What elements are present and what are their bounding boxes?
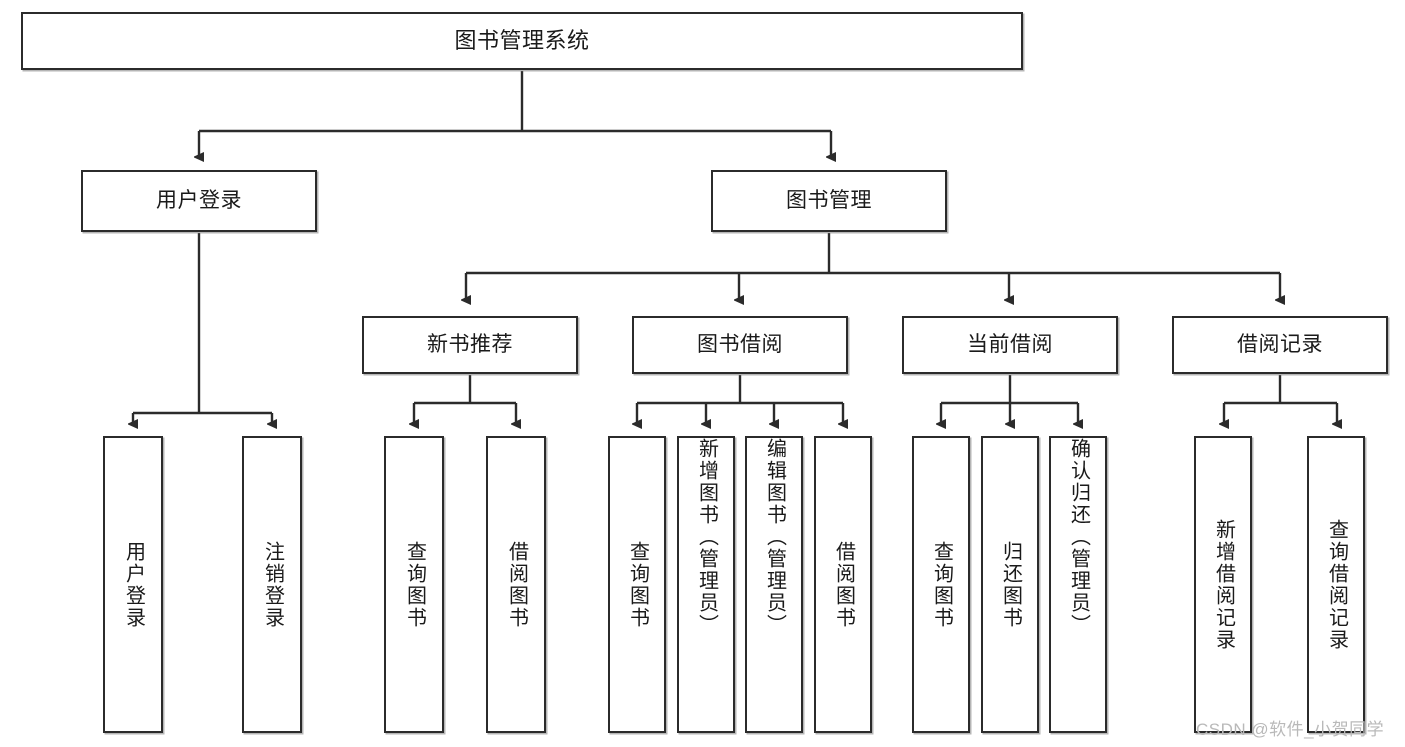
node-label: 查询图书 <box>403 540 426 629</box>
node-label: 确认归还（管理员） <box>1067 438 1090 636</box>
node-label: 用户登录 <box>122 540 145 629</box>
leaf-recommend-query-book[interactable]: 查询图书 <box>384 436 444 733</box>
node-book-management[interactable]: 图书管理 <box>711 170 947 232</box>
leaf-user-login-logout[interactable]: 注销登录 <box>242 436 302 733</box>
node-borrow-record[interactable]: 借阅记录 <box>1172 316 1388 374</box>
node-label: 用户登录 <box>156 188 242 212</box>
node-current-borrow[interactable]: 当前借阅 <box>902 316 1118 374</box>
node-label: 归还图书 <box>999 540 1022 629</box>
node-label: 借阅图书 <box>832 540 855 629</box>
node-book-borrow[interactable]: 图书借阅 <box>632 316 848 374</box>
leaf-current-query-book[interactable]: 查询图书 <box>912 436 970 733</box>
node-label: 编辑图书（管理员） <box>763 438 786 636</box>
leaf-borrow-edit-book-admin[interactable]: 编辑图书（管理员） <box>745 436 803 733</box>
node-label: 新增图书（管理员） <box>695 438 718 636</box>
leaf-record-add-record[interactable]: 新增借阅记录 <box>1194 436 1252 733</box>
csdn-watermark: CSDN @软件_小贺同学 <box>1196 720 1385 739</box>
node-label: 图书借阅 <box>697 332 783 356</box>
node-label: 新增借阅记录 <box>1212 518 1235 651</box>
leaf-borrow-borrow-book[interactable]: 借阅图书 <box>814 436 872 733</box>
leaf-borrow-add-book-admin[interactable]: 新增图书（管理员） <box>677 436 735 733</box>
leaf-record-query-record[interactable]: 查询借阅记录 <box>1307 436 1365 733</box>
node-label: 图书管理系统 <box>454 28 590 54</box>
node-label: 图书管理 <box>786 188 872 212</box>
node-new-book-recommend[interactable]: 新书推荐 <box>362 316 578 374</box>
node-label: 新书推荐 <box>427 332 513 356</box>
leaf-recommend-borrow-book[interactable]: 借阅图书 <box>486 436 546 733</box>
leaf-current-confirm-return-admin[interactable]: 确认归还（管理员） <box>1049 436 1107 733</box>
leaf-borrow-query-book[interactable]: 查询图书 <box>608 436 666 733</box>
leaf-user-login-login[interactable]: 用户登录 <box>103 436 163 733</box>
node-user-login[interactable]: 用户登录 <box>81 170 317 232</box>
leaf-current-return-book[interactable]: 归还图书 <box>981 436 1039 733</box>
node-label: 查询借阅记录 <box>1325 518 1348 651</box>
node-root-system[interactable]: 图书管理系统 <box>21 12 1023 70</box>
node-label: 借阅记录 <box>1237 332 1323 356</box>
node-label: 当前借阅 <box>967 332 1053 356</box>
node-label: 注销登录 <box>261 540 284 629</box>
node-label: 借阅图书 <box>505 540 528 629</box>
node-label: 查询图书 <box>930 540 953 629</box>
node-label: 查询图书 <box>626 540 649 629</box>
